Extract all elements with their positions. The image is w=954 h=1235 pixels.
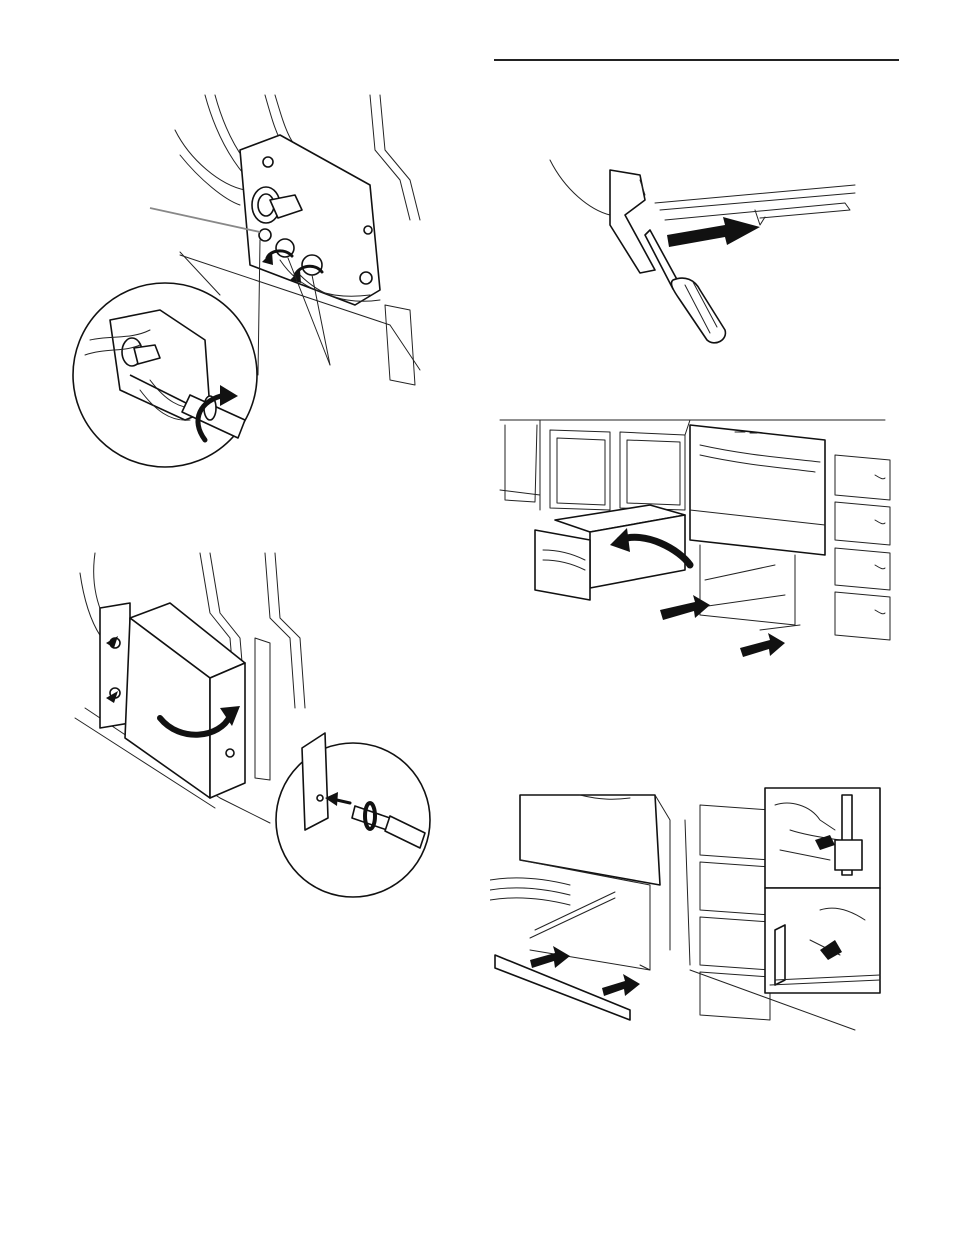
screwdriver-release-illustration [545,155,865,345]
cover-screw-illustration [70,548,440,898]
drawer-removal-illustration [495,410,895,665]
terminal-block-illustration [70,90,430,470]
toekick-install-illustration [490,780,885,1035]
section-divider [494,59,899,61]
